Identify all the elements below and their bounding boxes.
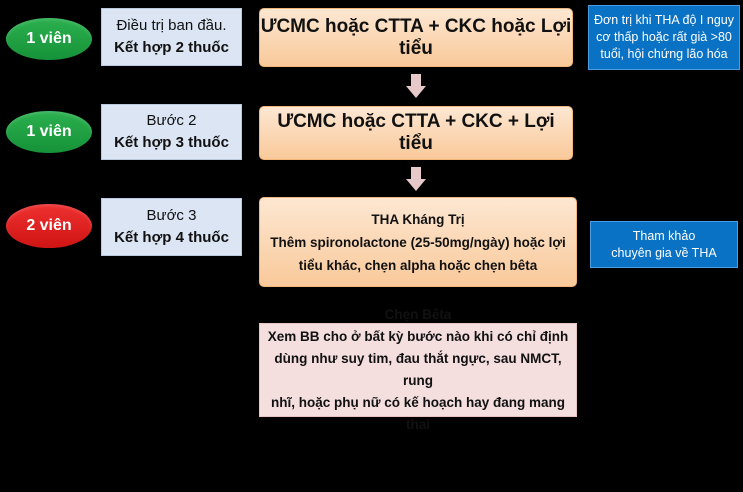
note-refer-specialist: Tham khảo chuyên gia về THA: [590, 221, 738, 268]
note-line: Tham khảo: [632, 228, 696, 243]
note-monotherapy: Đơn trị khi THA độ I nguy cơ thấp hoặc r…: [588, 5, 740, 70]
note-line: cơ thấp hoặc rất già >80: [596, 30, 732, 44]
beta-line: Xem BB cho ở bất kỳ bước nào khi có chỉ …: [267, 329, 569, 344]
arrow-down-icon: [406, 74, 426, 98]
step-title: Bước 3: [146, 207, 197, 224]
regimen-box-step3: THA Kháng Trị Thêm spironolactone (25-50…: [259, 197, 577, 287]
regimen-line: tiểu khác, chẹn alpha hoặc chẹn bêta: [298, 257, 538, 273]
regimen-box-step1: ƯCMC hoặc CTTA + CKC hoặc Lợi tiểu: [259, 8, 573, 67]
beta-title: Chẹn Bêta: [384, 307, 452, 322]
arrow-down-icon: [406, 167, 426, 191]
regimen-line: Thêm spironolactone (25-50mg/ngày) hoặc …: [270, 234, 566, 250]
regimen-title: THA Kháng Trị: [371, 211, 465, 227]
step-title: Bước 2: [146, 112, 197, 129]
step-box-step2: Bước 2 Kết hợp 3 thuốc: [101, 104, 242, 160]
beta-line: dùng như suy tim, đau thắt ngực, sau NMC…: [274, 351, 562, 388]
step-box-step3: Bước 3 Kết hợp 4 thuốc: [101, 198, 242, 256]
step-combination: Kết hợp 2 thuốc: [114, 39, 229, 56]
pill-dose-step2: 1 viên: [6, 111, 92, 153]
pill-label: 1 viên: [26, 30, 72, 47]
step-combination: Kết hợp 3 thuốc: [114, 134, 229, 151]
pill-dose-step3: 2 viên: [6, 204, 92, 248]
step-box-initial: Điều trị ban đầu. Kết hợp 2 thuốc: [101, 8, 242, 66]
regimen-box-step2: ƯCMC hoặc CTTA + CKC + Lợi tiểu: [259, 106, 573, 160]
note-line: tuổi, hội chứng lão hóa: [600, 47, 728, 61]
note-line: Đơn trị khi THA độ I nguy: [594, 13, 734, 27]
pill-dose-step1: 1 viên: [6, 18, 92, 60]
pill-label: 2 viên: [26, 217, 72, 234]
step-title: Điều trị ban đầu.: [116, 17, 227, 34]
pill-label: 1 viên: [26, 123, 72, 140]
step-combination: Kết hợp 4 thuốc: [114, 229, 229, 246]
note-line: chuyên gia về THA: [611, 245, 717, 260]
regimen-text: ƯCMC hoặc CTTA + CKC hoặc Lợi tiểu: [260, 15, 572, 59]
regimen-text: ƯCMC hoặc CTTA + CKC + Lợi tiểu: [277, 111, 555, 154]
beta-line: nhĩ, hoặc phụ nữ có kế hoạch hay đang ma…: [270, 395, 566, 432]
beta-blocker-box: Chẹn Bêta Xem BB cho ở bất kỳ bước nào k…: [259, 307, 577, 432]
